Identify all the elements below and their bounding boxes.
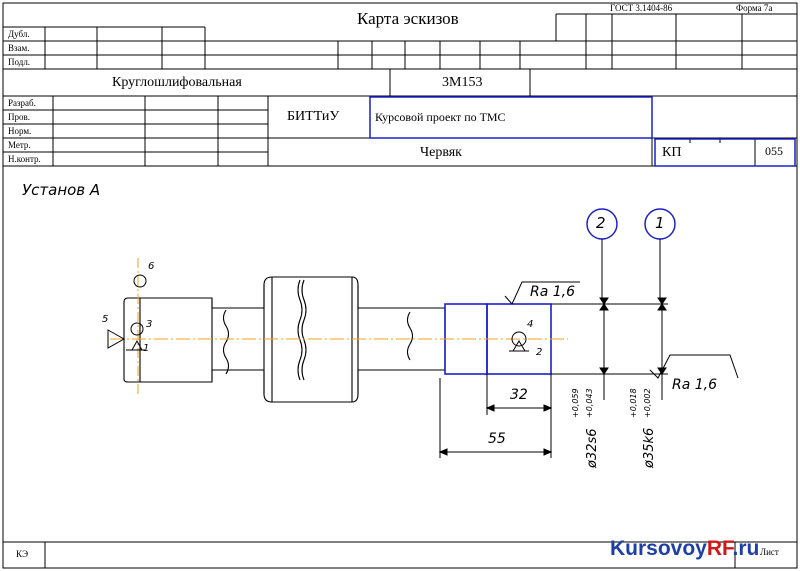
gost-label: ГОСТ 3.1404-86 bbox=[610, 3, 673, 13]
row-label-metr: Метр. bbox=[8, 140, 31, 150]
dimension-dia-35: ø35k6 bbox=[642, 427, 657, 468]
dimension-32: 32 bbox=[510, 387, 528, 403]
row-label-vzam: Взам. bbox=[8, 43, 30, 53]
machine-type: Круглошлифовальная bbox=[112, 75, 242, 90]
datum-number-6: 6 bbox=[148, 261, 155, 272]
roughness-label-1: Ra 1,6 bbox=[530, 284, 576, 300]
row-label-podl: Подл. bbox=[8, 57, 31, 67]
dimension-dia-35-upper: +0,018 bbox=[629, 388, 638, 418]
ke-label: КЭ bbox=[16, 549, 29, 559]
sheet-label: Лист bbox=[760, 547, 779, 557]
setup-label: Установ А bbox=[22, 181, 101, 199]
callout-label-1: 1 bbox=[655, 214, 665, 232]
doc-code-box bbox=[654, 138, 796, 167]
part-name: Червяк bbox=[420, 145, 462, 160]
datum-number-4: 4 bbox=[527, 319, 534, 330]
project-box bbox=[369, 96, 653, 139]
project-title: Курсовой проект по ТМС bbox=[375, 110, 506, 124]
dimension-dia-32: ø32s6 bbox=[585, 428, 600, 468]
datum-number-1: 1 bbox=[143, 343, 150, 354]
dimension-dia-32-lower: +0,043 bbox=[585, 388, 594, 418]
dimension-dia-32-upper: +0,059 bbox=[571, 388, 580, 418]
row-label-razrab: Разраб. bbox=[8, 98, 36, 108]
datum-number-5: 5 bbox=[102, 314, 109, 325]
page-title: Карта эскизов bbox=[357, 9, 459, 28]
form-label: Форма 7а bbox=[736, 3, 773, 13]
datum-number-3: 3 bbox=[146, 319, 153, 330]
machine-model: 3М153 bbox=[442, 75, 483, 90]
watermark-suffix: .ru bbox=[732, 537, 760, 560]
watermark-accent: RF bbox=[706, 537, 733, 560]
row-label-nkontr: Н.контр. bbox=[8, 154, 41, 164]
watermark-prefix: Kursovoy bbox=[610, 537, 707, 560]
row-label-prov: Пров. bbox=[8, 112, 30, 122]
dimension-dia-35-lower: +0,002 bbox=[643, 388, 652, 418]
operation-number: 055 bbox=[765, 144, 783, 158]
datum-number-2: 2 bbox=[536, 347, 543, 358]
roughness-label-2: Ra 1,6 bbox=[672, 377, 718, 393]
doc-code: КП bbox=[662, 145, 682, 160]
callout-label-2: 2 bbox=[596, 214, 606, 232]
row-label-norm: Норм. bbox=[8, 126, 32, 136]
org-name: БИТТиУ bbox=[287, 109, 340, 124]
watermark-logo: KursovoyRF.ru bbox=[610, 538, 759, 559]
row-label-dubl: Дубл. bbox=[8, 29, 30, 39]
dimension-55: 55 bbox=[488, 431, 506, 447]
